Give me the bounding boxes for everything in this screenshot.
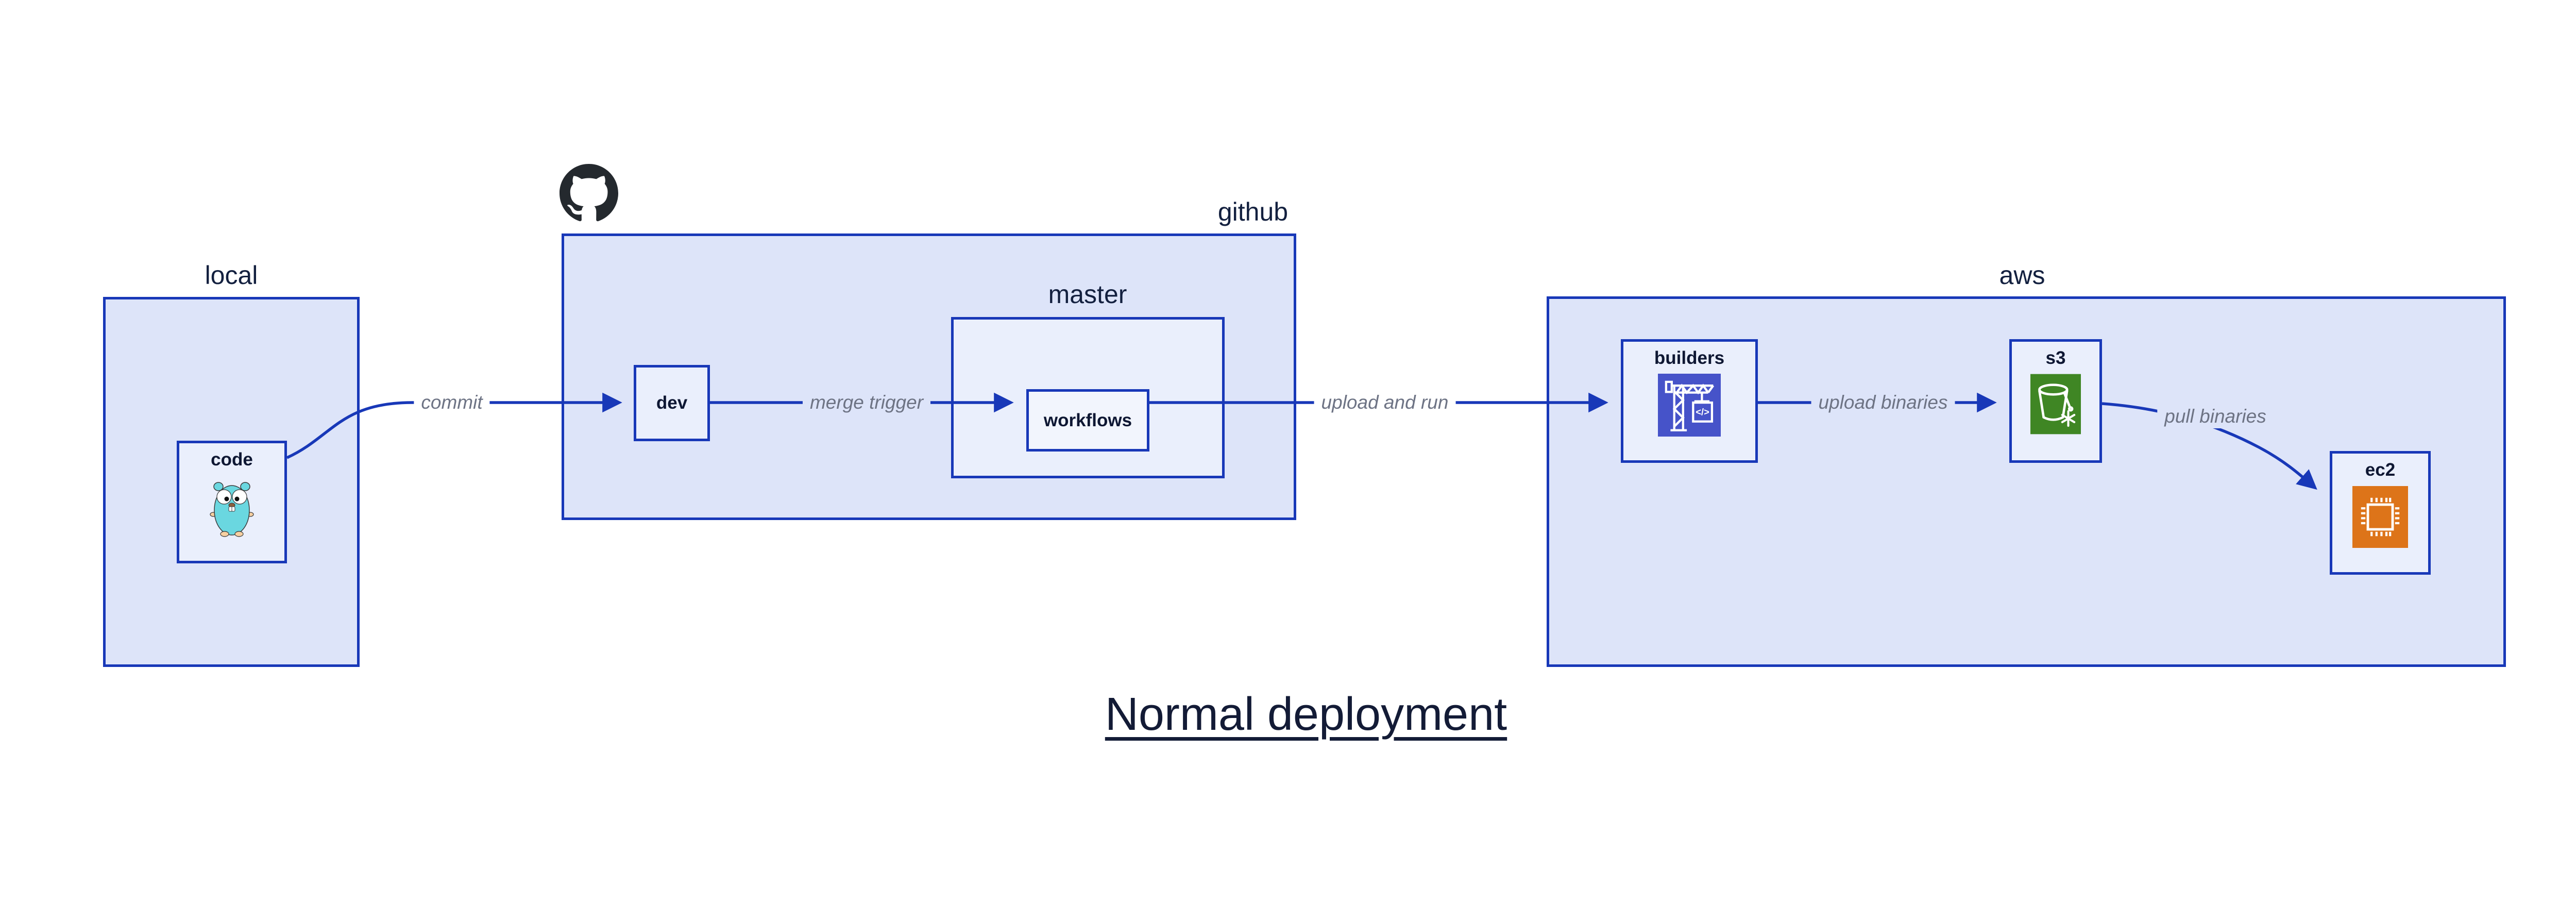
group-aws-label: aws — [1999, 261, 2045, 290]
codebuild-crane-icon: </> — [1658, 374, 1721, 439]
edge-label-pull-binaries: pull binaries — [2157, 405, 2274, 428]
s3-glacier-bucket-icon — [2030, 374, 2081, 437]
node-dev: dev — [634, 365, 710, 441]
node-workflows: workflows — [1026, 389, 1149, 452]
node-dev-label: dev — [656, 393, 688, 413]
node-builders: builders </> — [1621, 339, 1758, 463]
group-master-label: master — [1048, 280, 1127, 309]
group-github-label: github — [1217, 197, 1289, 226]
node-code: code — [177, 441, 287, 563]
node-s3-label: s3 — [2045, 348, 2066, 368]
node-code-label: code — [211, 449, 253, 470]
edge-label-upload-and-run: upload and run — [1314, 391, 1456, 414]
go-gopher-icon — [206, 475, 258, 542]
codebuild-icon-text: </> — [1696, 407, 1709, 417]
group-local-label: local — [205, 261, 258, 290]
node-workflows-label: workflows — [1043, 410, 1132, 430]
node-s3: s3 — [2009, 339, 2102, 463]
diagram-title: Normal deployment — [1105, 689, 1507, 740]
ec2-chip-icon — [2352, 486, 2408, 551]
node-builders-label: builders — [1654, 348, 1725, 368]
edge-label-merge-trigger: merge trigger — [802, 391, 931, 414]
edge-label-upload-binaries: upload binaries — [1811, 391, 1955, 414]
github-octocat-icon — [560, 164, 618, 225]
node-ec2: ec2 — [2330, 451, 2431, 575]
node-ec2-label: ec2 — [2365, 460, 2396, 480]
edge-label-commit: commit — [414, 391, 490, 414]
